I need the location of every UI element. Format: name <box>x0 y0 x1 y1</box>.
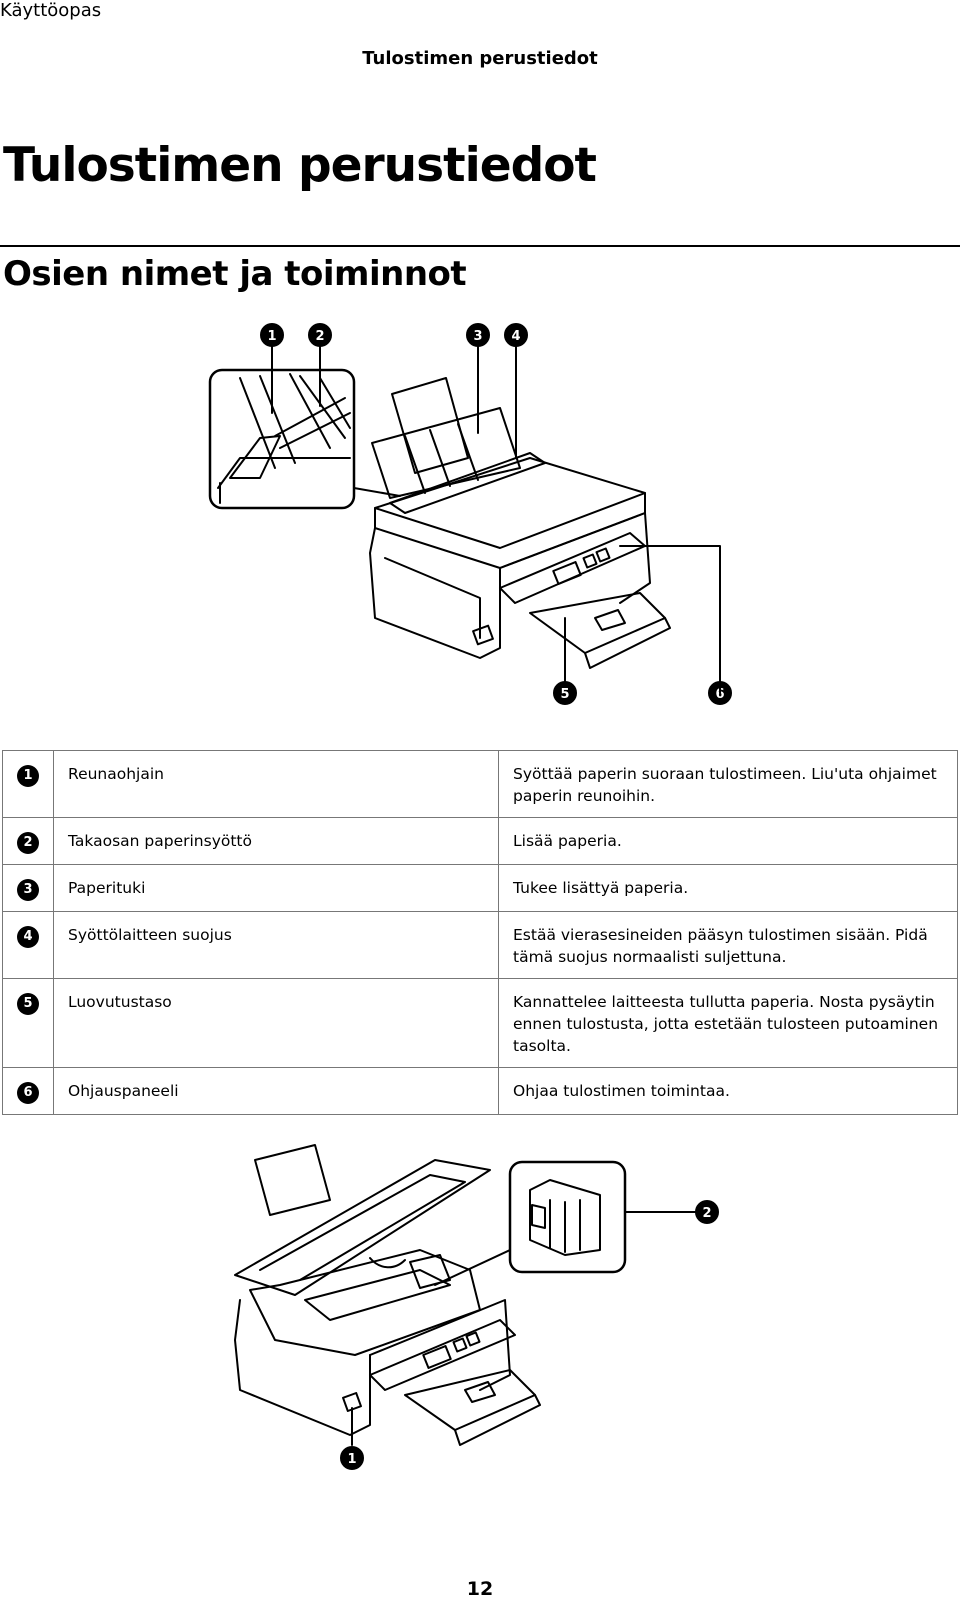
printer-parts-figure: 1 2 3 4 5 6 <box>200 318 760 718</box>
table-row: 3 Paperituki Tukee lisättyä paperia. <box>2 864 958 912</box>
part-description: Syöttää paperin suoraan tulostimeen. Liu… <box>498 750 958 818</box>
control-panel <box>499 532 646 604</box>
callout-1: 1 <box>260 323 284 347</box>
parts-table: 1 Reunaohjain Syöttää paperin suoraan tu… <box>2 750 958 1115</box>
printer-open-figure: 2 1 <box>220 1140 740 1510</box>
part-name: Paperituki <box>53 864 499 912</box>
running-header: Käyttöopas <box>0 0 102 21</box>
svg-text:1: 1 <box>267 329 276 344</box>
row-number-badge: 1 <box>17 765 39 787</box>
card-slot <box>342 1392 362 1412</box>
callout-2: 2 <box>308 323 332 347</box>
detail-inset <box>208 368 356 510</box>
part-description: Ohjaa tulostimen toimintaa. <box>498 1067 958 1115</box>
page-number: 12 <box>466 1578 494 1600</box>
row-number-badge: 3 <box>17 879 39 901</box>
page-title: Tulostimen perustiedot <box>3 138 597 193</box>
part-description: Estää vierasesineiden pääsyn tulostimen … <box>498 911 958 979</box>
part-name: Ohjauspaneeli <box>53 1067 499 1115</box>
part-description: Tukee lisättyä paperia. <box>498 864 958 912</box>
svg-text:3: 3 <box>473 329 482 344</box>
row-number-badge: 6 <box>17 1082 39 1104</box>
svg-text:4: 4 <box>511 329 520 344</box>
svg-text:2: 2 <box>702 1206 711 1221</box>
table-row: 4 Syöttölaitteen suojus Estää vierasesin… <box>2 911 958 979</box>
row-number-badge: 2 <box>17 832 39 854</box>
part-description: Kannattelee laitteesta tullutta paperia.… <box>498 978 958 1068</box>
scanner-lid <box>234 1159 491 1296</box>
row-number-badge: 4 <box>17 926 39 948</box>
table-row: 5 Luovutustaso Kannattelee laitteesta tu… <box>2 978 958 1068</box>
callout-4: 4 <box>504 323 528 347</box>
control-panel <box>369 1319 516 1391</box>
table-row: 2 Takaosan paperinsyöttö Lisää paperia. <box>2 817 958 865</box>
part-name: Takaosan paperinsyöttö <box>53 817 499 865</box>
cartridge-inset <box>508 1160 627 1274</box>
part-name: Syöttölaitteen suojus <box>53 911 499 979</box>
paper-support <box>391 377 469 474</box>
title-rule <box>0 245 960 247</box>
part-name: Luovutustaso <box>53 978 499 1068</box>
svg-text:2: 2 <box>315 329 324 344</box>
part-name: Reunaohjain <box>53 750 499 818</box>
callout-3: 3 <box>466 323 490 347</box>
chapter-header: Tulostimen perustiedot <box>362 48 598 69</box>
svg-text:1: 1 <box>347 1452 356 1467</box>
callout-1: 1 <box>340 1446 364 1470</box>
part-description: Lisää paperia. <box>498 817 958 865</box>
svg-text:6: 6 <box>715 687 724 702</box>
callout-5: 5 <box>553 681 577 705</box>
table-row: 6 Ohjauspaneeli Ohjaa tulostimen toimint… <box>2 1067 958 1115</box>
table-row: 1 Reunaohjain Syöttää paperin suoraan tu… <box>2 750 958 818</box>
section-title: Osien nimet ja toiminnot <box>3 254 467 294</box>
svg-text:5: 5 <box>560 687 569 702</box>
callout-2: 2 <box>695 1200 719 1224</box>
row-number-badge: 5 <box>17 993 39 1015</box>
